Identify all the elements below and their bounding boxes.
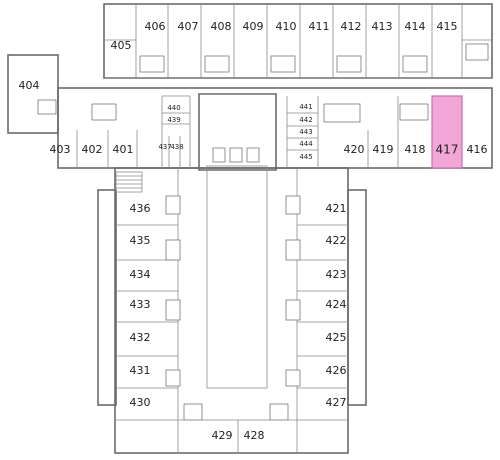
room-438: 438 bbox=[170, 143, 183, 151]
room-444: 444 bbox=[299, 140, 313, 148]
room-401: 401 bbox=[113, 143, 134, 156]
room-426: 426 bbox=[326, 364, 347, 377]
room-413: 413 bbox=[372, 20, 393, 33]
room-421: 421 bbox=[326, 202, 347, 215]
room-419: 419 bbox=[373, 143, 394, 156]
room-405: 405 bbox=[111, 39, 132, 52]
room-402: 402 bbox=[82, 143, 103, 156]
room-441: 441 bbox=[299, 103, 312, 111]
room-407: 407 bbox=[178, 20, 199, 33]
room-443: 443 bbox=[299, 128, 312, 136]
room-406: 406 bbox=[145, 20, 166, 33]
bottom-center-dividers bbox=[178, 419, 297, 453]
room-434: 434 bbox=[130, 268, 151, 281]
central-atrium bbox=[198, 93, 277, 389]
room-440: 440 bbox=[167, 104, 180, 112]
room-411: 411 bbox=[309, 20, 330, 33]
stairwell bbox=[115, 171, 143, 193]
room-417: 417 bbox=[436, 143, 459, 157]
main-block-bathrooms bbox=[37, 99, 429, 123]
room-439: 439 bbox=[167, 116, 180, 124]
right-column-bathrooms bbox=[269, 195, 301, 421]
room-410: 410 bbox=[276, 20, 297, 33]
room-414: 414 bbox=[405, 20, 426, 33]
room-labels: 405 406 407 408 409 410 411 412 413 414 … bbox=[19, 20, 488, 442]
room-427: 427 bbox=[326, 396, 347, 409]
room-432: 432 bbox=[130, 331, 151, 344]
room-425: 425 bbox=[326, 331, 347, 344]
room-428: 428 bbox=[244, 429, 265, 442]
room-430: 430 bbox=[130, 396, 151, 409]
room-417-highlight[interactable] bbox=[431, 95, 463, 169]
room-433: 433 bbox=[130, 298, 151, 311]
room-431: 431 bbox=[130, 364, 151, 377]
room-422: 422 bbox=[326, 234, 347, 247]
room-408: 408 bbox=[211, 20, 232, 33]
room-429: 429 bbox=[212, 429, 233, 442]
left-column-bathrooms bbox=[165, 195, 203, 421]
room-409: 409 bbox=[243, 20, 264, 33]
room-435: 435 bbox=[130, 234, 151, 247]
room-424: 424 bbox=[326, 298, 347, 311]
room-418: 418 bbox=[405, 143, 426, 156]
room-403: 403 bbox=[50, 143, 71, 156]
room-442: 442 bbox=[299, 116, 312, 124]
room-412: 412 bbox=[341, 20, 362, 33]
top-wing-dividers bbox=[104, 4, 492, 79]
room-445: 445 bbox=[299, 153, 312, 161]
room-404: 404 bbox=[19, 79, 40, 92]
room-415: 415 bbox=[437, 20, 458, 33]
room-436: 436 bbox=[130, 202, 151, 215]
room-423: 423 bbox=[326, 268, 347, 281]
room-420: 420 bbox=[344, 143, 365, 156]
room-416: 416 bbox=[467, 143, 488, 156]
top-wing-bathrooms bbox=[139, 43, 489, 73]
room-437: 437 bbox=[158, 143, 171, 151]
